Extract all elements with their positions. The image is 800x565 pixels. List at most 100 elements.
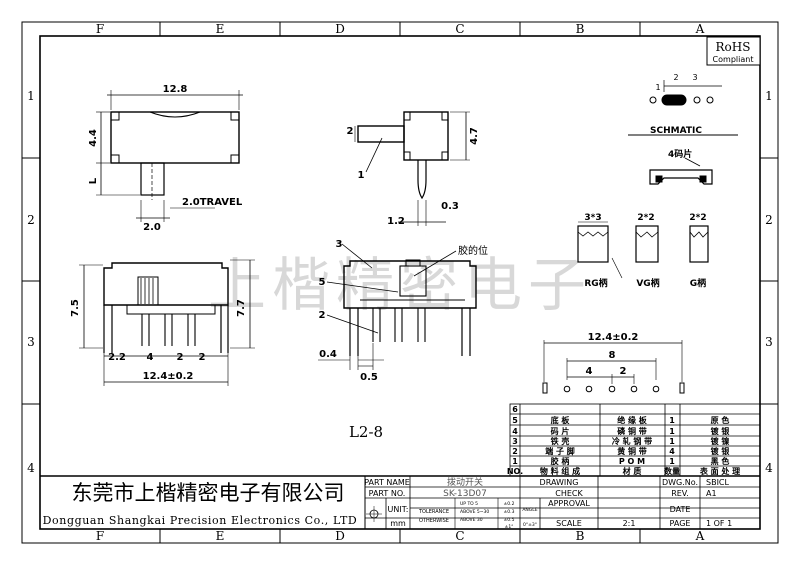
handle-3-label: G柄: [690, 277, 706, 289]
row-label: 1: [765, 89, 773, 103]
part-no-label: PART NO.: [369, 489, 406, 498]
bom-cell: P O M: [619, 457, 645, 466]
company-name-en: Dongguan Shangkai Precision Electronics …: [43, 514, 358, 527]
bom-cell: 6: [512, 405, 518, 414]
bom-cell: 1: [669, 437, 675, 446]
bom-header-cell: 物 料 组 成: [540, 466, 580, 476]
bom-cell: 冷 轧 钢 带: [612, 436, 652, 446]
dwg-no-label: DWG.No.: [662, 478, 698, 487]
bom-table: [509, 403, 761, 477]
dim-height-left: 7.5: [70, 299, 81, 317]
pin-2: 2: [673, 73, 678, 82]
bom-header-cell: 材 质: [623, 466, 642, 476]
bom-cell: 3: [512, 437, 518, 446]
column-labels-top: F E D C B A: [96, 22, 705, 36]
dim-pitch: 2.0: [143, 222, 161, 233]
tol-value-2: ±0.3: [504, 509, 515, 515]
schematic-title: SCHMATIC: [650, 126, 702, 136]
handle-2-dim: 2*2: [637, 213, 654, 223]
approval-label: APPROVAL: [548, 499, 590, 508]
part-name: 拨动开关: [447, 476, 483, 488]
rev: A1: [706, 489, 717, 498]
row-label: 2: [765, 213, 773, 227]
bom-cell: 端 子 脚: [545, 446, 575, 456]
dim-a: 2: [347, 126, 354, 137]
bom-cell: 1: [669, 457, 675, 466]
top-view-dims: 12.8 4.4 L 2.0 2.0TRAVEL: [88, 84, 243, 233]
dim-width: 12.8: [163, 84, 188, 95]
col-label: C: [455, 22, 464, 36]
row-label: 1: [27, 89, 35, 103]
glue-label: 胶的位: [458, 244, 488, 257]
dim-height-right: 7.7: [236, 299, 247, 317]
side-view: [354, 111, 470, 226]
bom-cell: 绝 缘 板: [617, 415, 648, 425]
company-name-cn: 东莞市上楷精密电子有限公司: [72, 481, 345, 505]
bom-cell: 胶 柄: [551, 456, 570, 466]
part-name-label: PART NAME: [364, 478, 410, 487]
title-block-frame: [40, 475, 760, 529]
dim-c: 1.2: [387, 216, 405, 227]
rohs-title: RoHS: [716, 40, 751, 54]
handle-labels: 3*3 2*2 2*2 RG柄 VG柄 G柄: [584, 213, 706, 289]
callout-3: 3: [336, 239, 343, 250]
schematic: [628, 80, 738, 185]
bom-cell: 镀 银: [711, 426, 731, 436]
bom-cell: 镀 镍: [711, 436, 730, 446]
dim-height: 4.4: [88, 129, 99, 147]
title-block-text: PART NAME 拨动开关 PART NO. SK-13D07 UNIT: m…: [364, 476, 732, 530]
date-label: DATE: [670, 505, 691, 514]
col-label: B: [576, 22, 585, 36]
handle-variants: [577, 221, 709, 279]
check-label: CHECK: [555, 489, 583, 498]
tol-value-1: ±0.2: [504, 501, 515, 507]
gear-label: 4码片: [668, 148, 692, 160]
dim-travel: 2.0TRAVEL: [182, 197, 243, 208]
col-label: E: [216, 529, 225, 543]
pcb-dims: 12.4±0.2 8 4 2: [586, 332, 639, 377]
col-label: F: [96, 22, 104, 36]
bom-cell: 4: [512, 427, 518, 436]
tol-range-2: ABOVE 5~30: [460, 509, 489, 515]
pin-1: 1: [655, 83, 660, 92]
rev-label: REV.: [671, 489, 689, 498]
row-label: 2: [27, 213, 35, 227]
bom-cell: 黑 色: [711, 456, 730, 466]
bom-cell: 1: [512, 457, 518, 466]
dim-overall: 12.4±0.2: [143, 371, 194, 382]
scale-label: SCALE: [556, 519, 582, 528]
dim-a: 0.4: [319, 349, 337, 360]
dim-d: 0.3: [441, 201, 459, 212]
col-label: E: [216, 22, 225, 36]
angle-value: ±1°: [505, 524, 514, 530]
column-ticks: [22, 22, 778, 543]
col-label: D: [335, 529, 345, 543]
bom-cell: 1: [669, 427, 675, 436]
model-label: L2-8: [349, 423, 383, 441]
handle-3-dim: 2*2: [689, 213, 706, 223]
bom-header-cell: NO.: [507, 467, 523, 476]
handle-1-dim: 3*3: [584, 213, 601, 223]
tol-range-1: UP TO 5: [460, 501, 478, 507]
callout-5: 5: [319, 277, 326, 288]
bom-cell: 镀 银: [711, 446, 731, 456]
unit: mm: [390, 519, 406, 528]
col-label: C: [455, 529, 464, 543]
bom-cell: 4: [669, 447, 675, 456]
handle-1-label: RG柄: [584, 277, 607, 289]
page-label: PAGE: [670, 519, 691, 528]
column-labels-bottom: F E D C B A: [96, 529, 705, 543]
tolerance-label: TOLERANCE: [418, 509, 449, 515]
handle-2-label: VG柄: [636, 277, 659, 289]
dim-a: 4: [586, 366, 593, 377]
section-view-dims: 3 5 2 胶的位 0.4 0.5: [319, 239, 488, 383]
top-view: [96, 90, 243, 222]
bom-cell: 原 色: [711, 415, 730, 425]
dim-b: 2: [620, 366, 627, 377]
col-label: A: [695, 22, 705, 36]
rohs-compliant: Compliant: [713, 55, 754, 64]
dim-inner: 8: [609, 350, 616, 361]
angle-tol: 0°±3°: [523, 522, 537, 528]
part-no: SK-13D07: [443, 489, 487, 499]
otherwise-label: OTHERWISE: [419, 518, 449, 524]
